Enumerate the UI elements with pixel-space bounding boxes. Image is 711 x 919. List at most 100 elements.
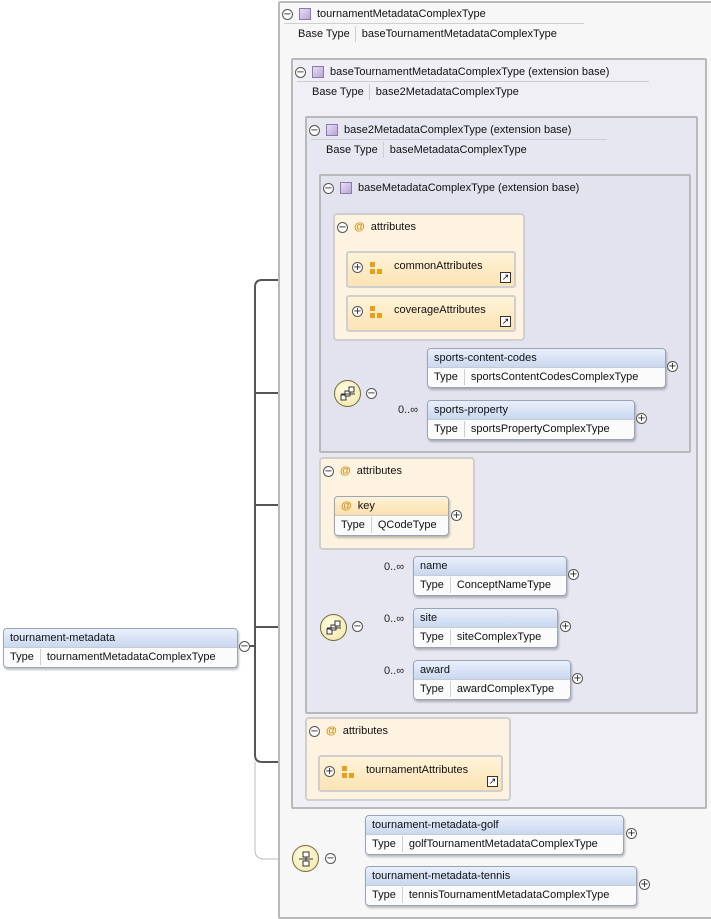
element-name: tournament-metadata — [4, 629, 237, 648]
base-type-label: Base Type — [293, 26, 356, 42]
type-name: tournamentMetadataComplexType — [317, 8, 486, 20]
link-arrow-icon[interactable]: ↗ — [487, 776, 498, 787]
element-sports-content-codes[interactable]: sports-content-codes Type sportsContentCo… — [427, 348, 666, 388]
type-label: Type — [366, 887, 403, 903]
type-value: golfTournamentMetadataComplexType — [408, 838, 598, 850]
at-icon: @ — [354, 221, 365, 233]
expand-toggle[interactable]: + — [639, 879, 650, 890]
attributes-header: − @ attributes — [309, 723, 388, 739]
cardinality-label: 0..∞ — [384, 613, 405, 625]
collapse-toggle[interactable]: − — [352, 621, 363, 632]
element-name-label: name — [414, 557, 566, 576]
expand-toggle[interactable]: + — [352, 262, 363, 273]
collapse-toggle[interactable]: − — [295, 66, 306, 78]
expand-toggle[interactable]: + — [572, 673, 583, 684]
attributes-label: attributes — [356, 465, 402, 477]
base-type-label: Base Type — [321, 142, 384, 158]
cardinality-label: 0..∞ — [384, 561, 405, 573]
element-site[interactable]: site Type siteComplexType — [413, 608, 558, 648]
attribute-group-ref-commonAttributes[interactable]: + commonAttributes ↗ — [346, 251, 516, 288]
type-value: tennisTournamentMetadataComplexType — [408, 889, 610, 901]
sequence-compositor-icon[interactable] — [320, 614, 347, 641]
attribute-key[interactable]: @ key Type QCodeType — [334, 496, 449, 536]
collapse-toggle[interactable]: − — [366, 388, 377, 399]
type-header: − baseMetadataComplexType (extension bas… — [321, 179, 579, 197]
type-label: Type — [414, 629, 451, 645]
type-label: Type — [335, 517, 372, 533]
base-type-value: baseTournamentMetadataComplexType — [361, 28, 557, 40]
type-value: siteComplexType — [456, 631, 542, 643]
type-header: − tournamentMetadataComplexType — [280, 5, 486, 23]
element-tournament-metadata-golf[interactable]: tournament-metadata-golf Type golfTournam… — [365, 815, 624, 855]
attribute-group-icon — [370, 262, 383, 275]
collapse-toggle[interactable]: − — [309, 725, 320, 737]
element-tournament-metadata[interactable]: tournament-metadata Type tournamentMetada… — [3, 628, 238, 668]
base-type-value: baseMetadataComplexType — [389, 144, 527, 156]
base-type-row: Base Type baseMetadataComplexType — [321, 141, 527, 159]
collapse-toggle[interactable]: − — [309, 124, 320, 136]
type-value: ConceptNameType — [456, 579, 552, 591]
attribute-group-ref-tournamentAttributes[interactable]: + tournamentAttributes ↗ — [318, 755, 503, 792]
link-arrow-icon[interactable]: ↗ — [500, 316, 511, 327]
type-value: QCodeType — [377, 519, 437, 531]
expand-toggle[interactable]: + — [451, 510, 462, 521]
link-arrow-icon[interactable]: ↗ — [500, 272, 511, 283]
expand-toggle[interactable]: + — [667, 361, 678, 372]
type-value: tournamentMetadataComplexType — [46, 651, 216, 663]
collapse-toggle[interactable]: − — [323, 182, 334, 194]
at-icon: @ — [340, 465, 351, 477]
element-name: sports-content-codes — [428, 349, 665, 368]
base-type-value: base2MetadataComplexType — [375, 86, 519, 98]
element-name[interactable]: name Type ConceptNameType — [413, 556, 567, 596]
expand-toggle[interactable]: + — [626, 828, 637, 839]
attribute-group-icon — [370, 306, 383, 319]
choice-compositor-icon[interactable] — [292, 845, 319, 872]
base-type-row: Base Type baseTournamentMetadataComplexT… — [293, 25, 557, 43]
complex-type-icon — [312, 66, 324, 78]
attributes-label: attributes — [370, 221, 416, 233]
type-value: awardComplexType — [456, 683, 555, 695]
collapse-toggle[interactable]: − — [239, 641, 250, 652]
base-type-label: Base Type — [307, 84, 370, 100]
complex-type-icon — [326, 124, 338, 136]
attribute-group-ref-coverageAttributes[interactable]: + coverageAttributes ↗ — [346, 295, 516, 332]
expand-toggle[interactable]: + — [352, 306, 363, 317]
collapse-toggle[interactable]: − — [282, 8, 293, 20]
attributes-label: attributes — [342, 725, 388, 737]
complex-type-icon — [299, 8, 311, 20]
at-icon: @ — [326, 725, 337, 737]
type-label: Type — [366, 836, 403, 852]
attribute-group-name: commonAttributes — [394, 260, 483, 272]
cardinality-label: 0..∞ — [384, 665, 405, 677]
cardinality-label: 0..∞ — [398, 404, 419, 416]
attribute-group-icon — [342, 766, 355, 779]
attribute-group-name: coverageAttributes — [394, 304, 486, 316]
type-label: Type — [428, 369, 465, 385]
type-label: Type — [414, 577, 451, 593]
type-header: − base2MetadataComplexType (extension ba… — [307, 121, 571, 139]
at-icon: @ — [341, 500, 352, 512]
element-name-label: site — [414, 609, 557, 628]
complex-type-icon — [340, 182, 352, 194]
type-header: − baseTournamentMetadataComplexType (ext… — [293, 63, 609, 81]
expand-toggle[interactable]: + — [636, 413, 647, 424]
attributes-header: − @ attributes — [337, 219, 416, 235]
collapse-toggle[interactable]: − — [325, 853, 336, 864]
expand-toggle[interactable]: + — [560, 621, 571, 632]
collapse-toggle[interactable]: − — [323, 465, 334, 477]
collapse-toggle[interactable]: − — [337, 221, 348, 233]
attribute-name: key — [357, 500, 375, 512]
attributes-header: − @ attributes — [323, 463, 402, 479]
expand-toggle[interactable]: + — [324, 766, 335, 777]
element-name: tournament-metadata-golf — [366, 816, 623, 835]
sequence-compositor-icon[interactable] — [334, 380, 361, 407]
expand-toggle[interactable]: + — [568, 569, 579, 580]
element-name: sports-property — [428, 401, 634, 420]
type-name: baseTournamentMetadataComplexType (exten… — [330, 66, 610, 78]
type-label: Type — [4, 649, 41, 665]
attribute-group-name: tournamentAttributes — [366, 764, 469, 776]
type-value: sportsContentCodesComplexType — [470, 371, 639, 383]
